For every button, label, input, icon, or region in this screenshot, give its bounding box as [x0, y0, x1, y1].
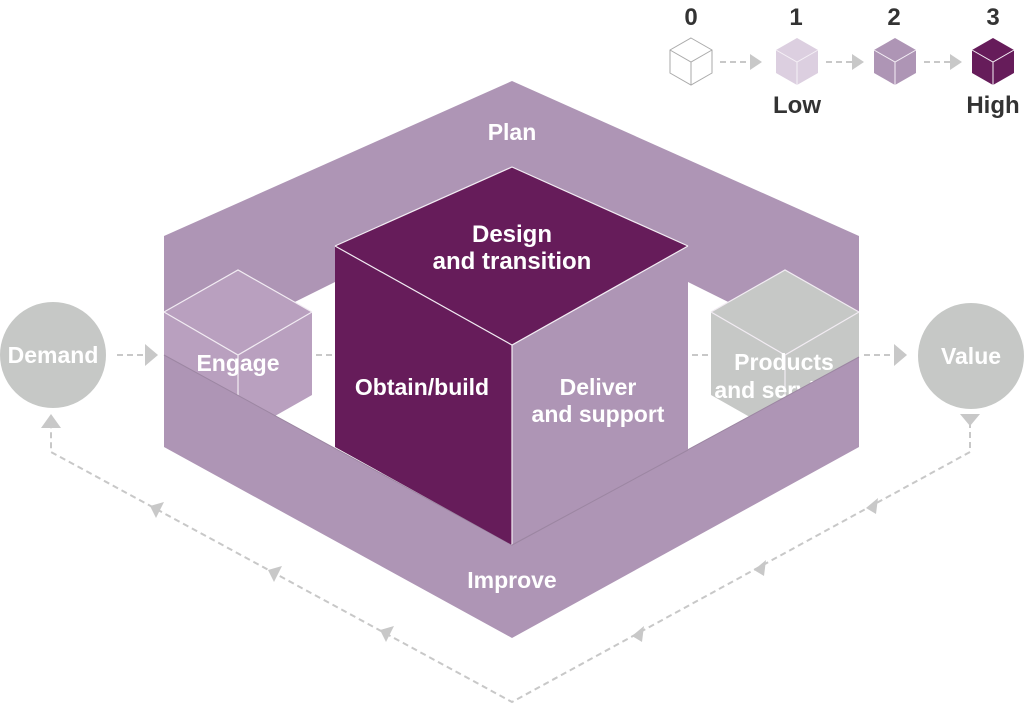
legend-high-label: High [966, 92, 1019, 119]
legend-arrow-icon [852, 54, 864, 70]
feedback-arrow-icon [632, 626, 644, 642]
feedback-arrow-icon [866, 498, 878, 514]
plan-label: Plan [488, 119, 537, 145]
legend-arrow-icon [750, 54, 762, 70]
demand-to-engage-arrow-icon [145, 344, 158, 366]
engage-label: Engage [196, 350, 279, 376]
demand-label: Demand [8, 342, 99, 368]
design-transition-face[interactable] [335, 167, 688, 345]
legend-cube-1-icon [775, 38, 819, 85]
legend-arrow-icon [950, 54, 962, 70]
feedback-loop-line [50, 422, 971, 704]
legend-level-2-number: 2 [887, 4, 900, 31]
legend-level-0-number: 0 [684, 4, 697, 31]
products-to-value-arrow-icon [894, 344, 907, 366]
value-node[interactable]: Value [918, 303, 1024, 409]
value-label: Value [941, 343, 1001, 369]
design-label-line1: Design [472, 221, 552, 248]
legend-cube-2-icon [873, 38, 917, 85]
legend-cube-3-icon [971, 38, 1015, 85]
legend-level-1-number: 1 [789, 4, 802, 31]
center-cube [334, 166, 689, 546]
feedback-arrow-icon [150, 502, 164, 518]
feedback-arrow-icon [268, 566, 282, 582]
demand-in-arrow-icon [41, 414, 61, 428]
feedback-arrows-right [632, 498, 878, 642]
design-label-line2: and transition [433, 248, 592, 275]
legend-level-3-number: 3 [986, 4, 999, 31]
improve-label: Improve [467, 567, 556, 593]
feedback-arrow-icon [754, 560, 766, 576]
legend-cube-0-icon [669, 37, 713, 86]
ring-front [164, 355, 859, 638]
deliver-label-line1: Deliver [560, 374, 637, 400]
value-out-arrow-icon [960, 414, 980, 426]
feedback-arrow-icon [380, 626, 394, 642]
obtain-build-label: Obtain/build [355, 374, 489, 400]
feedback-loop [41, 414, 980, 704]
products-label-line1: Products [734, 349, 834, 375]
deliver-label-line2: and support [532, 401, 665, 427]
feedback-arrows-left [150, 502, 394, 642]
legend-low-label: Low [773, 92, 821, 119]
demand-node[interactable]: Demand [0, 302, 106, 408]
maturity-legend: 0 1 2 3 Low High [669, 4, 1020, 119]
